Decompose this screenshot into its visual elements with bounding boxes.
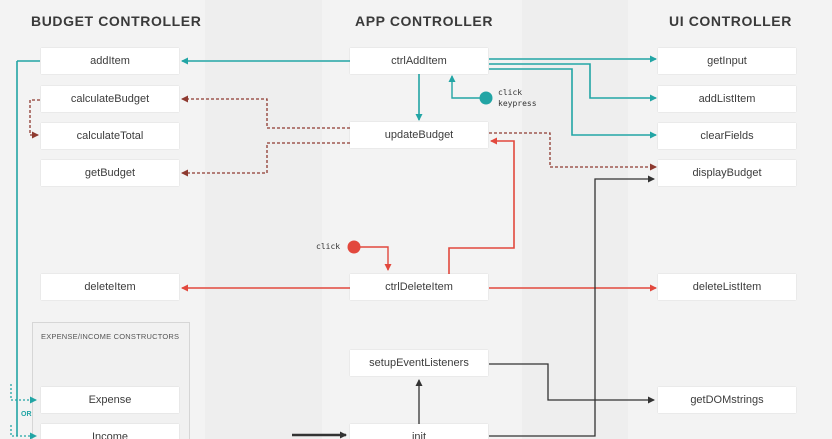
- node-income: Income: [41, 424, 179, 439]
- node-updatebudget: updateBudget: [350, 122, 488, 148]
- node-setupeventlisteners: setupEventListeners: [350, 350, 488, 376]
- wire-updatebudget-to-displaybudget: [489, 132, 657, 171]
- node-additem: addItem: [41, 48, 179, 74]
- node-expense: Expense: [41, 387, 179, 413]
- node-clearfields: clearFields: [658, 123, 796, 149]
- node-getdomstrings: getDOMstrings: [658, 387, 796, 413]
- wire-init-to-displaybudget: [489, 175, 655, 437]
- event-label-click: click: [498, 88, 523, 97]
- node-displaybudget: displayBudget: [658, 160, 796, 186]
- node-addlistitem: addListItem: [658, 86, 796, 112]
- wire-ctrldeleteitem-to-updatebudget: [448, 137, 515, 274]
- app-controller-title: APP CONTROLLER: [355, 13, 494, 29]
- keypress-event-dot: [479, 91, 493, 105]
- or-label: OR: [21, 411, 32, 418]
- wire-click-to-ctrldeleteitem: [355, 246, 392, 271]
- wire-ctrladditem-to-addlistitem: [489, 63, 657, 102]
- event-label-keypress: keypress: [498, 99, 537, 108]
- ui-controller-title: UI CONTROLLER: [669, 13, 792, 29]
- wire-rail-to-income: [10, 425, 37, 439]
- node-ctrldeleteitem: ctrlDeleteItem: [350, 274, 488, 300]
- click-event-dot: [347, 240, 361, 254]
- node-deleteitem: deleteItem: [41, 274, 179, 300]
- node-getinput: getInput: [658, 48, 796, 74]
- node-calculatetotal: calculateTotal: [41, 123, 179, 149]
- constructors-title: EXPENSE/INCOME CONSTRUCTORS: [41, 332, 180, 341]
- wire-rail-to-expense: [10, 384, 37, 404]
- node-getbudget: getBudget: [41, 160, 179, 186]
- wire-updatebudget-to-calculatebudget: [181, 95, 350, 129]
- node-ctrladditem: ctrlAddItem: [350, 48, 488, 74]
- event-label-delete-click: click: [316, 242, 341, 251]
- wire-calculatebudget-to-calculatetotal: [29, 99, 40, 139]
- wire-ctrladditem-to-clearfields: [489, 68, 657, 139]
- wire-updatebudget-to-getbudget: [181, 142, 350, 177]
- node-calculatebudget: calculateBudget: [41, 86, 179, 112]
- wire-event-to-ctrladditem: [448, 75, 483, 99]
- constructors-group: EXPENSE/INCOME CONSTRUCTORS: [32, 322, 190, 439]
- budget-controller-title: BUDGET CONTROLLER: [31, 13, 202, 29]
- node-deletelistitem: deleteListItem: [658, 274, 796, 300]
- wire-setup-to-getdomstrings: [489, 363, 655, 404]
- node-init: init: [350, 424, 488, 439]
